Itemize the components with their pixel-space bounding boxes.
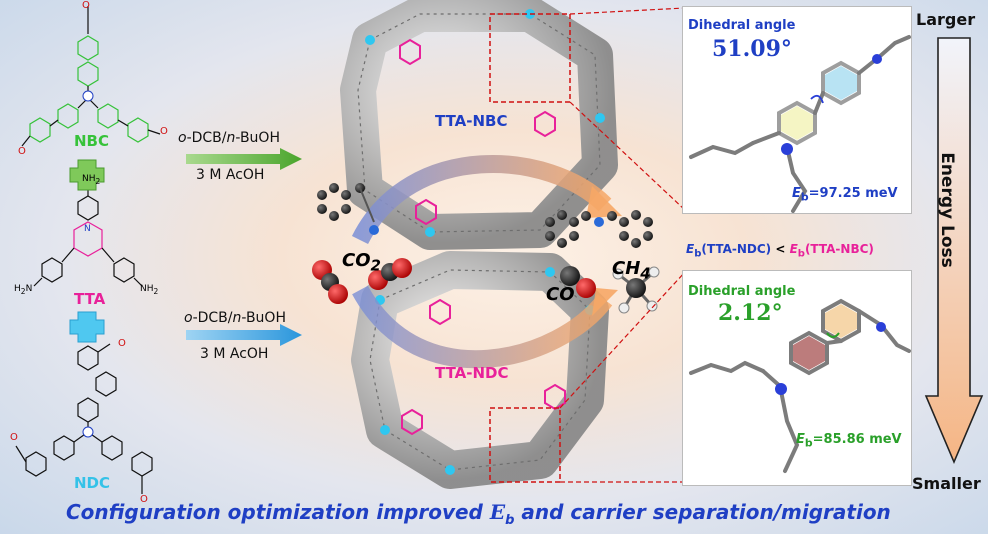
co2-molecule (312, 260, 348, 304)
tta-nbc-label: TTA-NBC (435, 112, 508, 130)
nbc-formyl-o-right: O (160, 126, 168, 137)
ndc-label: NDC (74, 474, 111, 492)
dft-panel-top (682, 6, 912, 214)
bottom-solvent: o-DCB/n-BuOH (184, 310, 286, 326)
dft-structure-bottom (689, 298, 911, 473)
nbc-label: NBC (74, 132, 109, 150)
top-dihedral-angle: 51.09° (712, 36, 792, 62)
ndc-formyl-o-left: O (10, 432, 18, 443)
co2-molecule-2 (368, 258, 412, 290)
bottom-catalyst: 3 M AcOH (200, 346, 269, 362)
conversion-arc (351, 155, 612, 245)
scale-top-label: Larger (916, 10, 976, 29)
bottom-eb: Eb=85.86 meV (796, 432, 902, 450)
scale-bottom-label: Smaller (912, 474, 981, 493)
conversion-arc-bottom (352, 285, 613, 369)
nbc-formyl-o-left: O (18, 146, 26, 157)
framework-illustration (312, 0, 685, 489)
energy-comparison: Eb(TTA-NDC) < Eb(TTA-NBC) (686, 242, 874, 260)
ndc-formyl-o: O (118, 338, 126, 349)
top-eb: Eb=97.25 meV (792, 186, 898, 204)
tta-amine-top: NH2 (82, 174, 101, 186)
energy-loss-label: Energy Loss (937, 152, 957, 268)
plus-icon-cyan (69, 311, 105, 343)
tta-ring-n: N (84, 224, 91, 234)
tta-amine-left: H2N (14, 284, 33, 296)
ch4-molecule (612, 266, 660, 314)
monomer-structures (15, 6, 161, 494)
co-label: CO (546, 284, 575, 305)
ndc-formyl-o-right: O (140, 494, 148, 505)
top-solvent: o-DCB/n-BuOH (178, 130, 280, 146)
zoom-box-bottom (489, 407, 561, 483)
dft-structure-top (689, 35, 911, 213)
reaction-arrow-top (186, 148, 302, 170)
co2-label: CO2 (342, 250, 381, 275)
energy-loss-arrow (924, 37, 984, 465)
ch4-label: CH4 (612, 258, 651, 283)
tta-ndc-label: TTA-NDC (435, 364, 509, 382)
bottom-dihedral-title: Dihedral angle (688, 284, 796, 299)
tta-amine-right: NH2 (140, 284, 159, 296)
dft-panel-bottom (682, 270, 912, 486)
zoom-box-top (489, 13, 571, 103)
plus-icon-green (69, 159, 105, 191)
bottom-dihedral-angle: 2.12° (718, 300, 783, 326)
nbc-formyl-o: O (82, 0, 90, 11)
benzylamine-molecule (317, 183, 365, 221)
reaction-arrow-bottom (186, 324, 302, 346)
co-molecule (560, 266, 596, 298)
top-catalyst: 3 M AcOH (196, 167, 265, 183)
footer-caption: Configuration optimization improved Eb a… (66, 500, 891, 528)
top-dihedral-title: Dihedral angle (688, 18, 796, 33)
imine-molecule (545, 210, 653, 248)
reaction-arrows (186, 148, 302, 346)
nbc-ring-top (77, 35, 99, 61)
tta-label: TTA (74, 290, 106, 308)
